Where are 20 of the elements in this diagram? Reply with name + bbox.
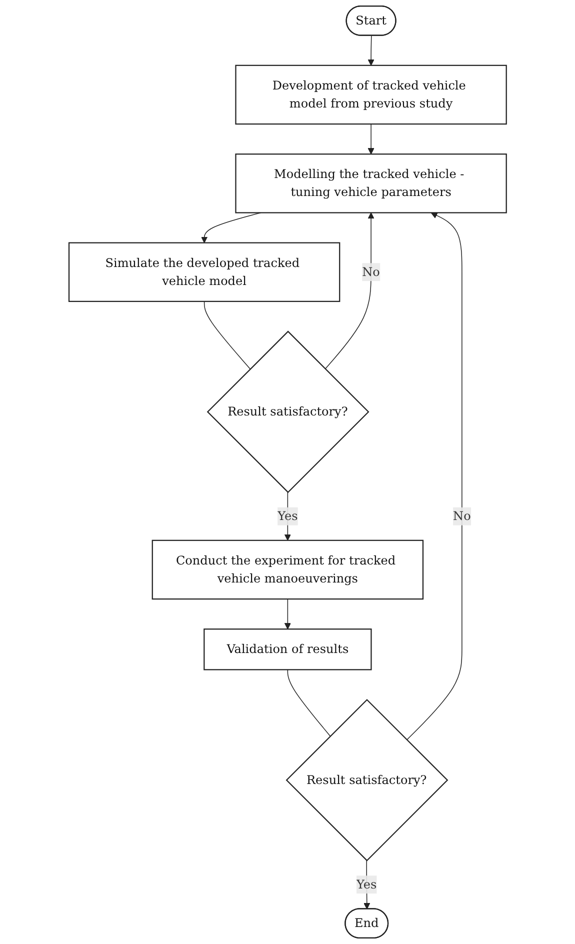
arrow	[363, 860, 370, 910]
node-box: Validation of results	[203, 628, 372, 670]
node-box: Development of tracked vehicle model from previous study	[235, 64, 507, 125]
edge-label: No	[452, 508, 471, 524]
connector	[204, 301, 250, 370]
edge-label: Yes	[277, 508, 298, 524]
arrow	[406, 212, 462, 740]
arrow	[324, 212, 374, 370]
edge-label: Yes	[356, 877, 377, 892]
node-box: Modelling the tracked vehicle - tuning vehicle parameters	[235, 154, 507, 214]
arrow	[284, 598, 291, 630]
arrow	[368, 35, 374, 66]
arrow	[368, 124, 374, 154]
connector	[287, 669, 330, 736]
node-diamond: Result satisfactory?	[286, 698, 448, 862]
node-box: Simulate the developed tracked vehicle model	[68, 242, 340, 302]
node-diamond: Result satisfactory?	[206, 330, 370, 494]
arrow	[284, 492, 291, 541]
node-box: Conduct the experiment for tracked vehicle manoeuverings	[152, 540, 424, 600]
edge-label: No	[362, 264, 380, 279]
